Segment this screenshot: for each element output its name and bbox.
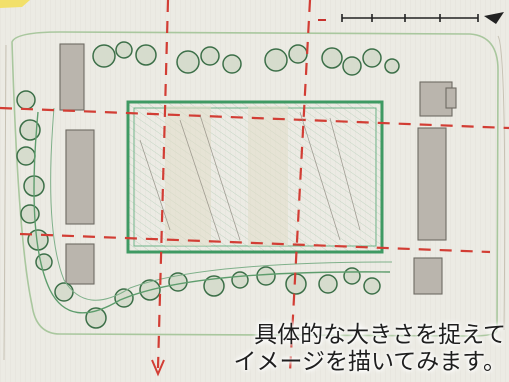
highlighter-mark [0, 0, 30, 8]
caption: 具体的な大きさを捉えて イメージを描いてみます。 [233, 322, 506, 376]
site-boundary [11, 31, 499, 337]
central-building [126, 100, 384, 254]
scale-bar [341, 14, 479, 22]
axis-arrow-icon [151, 359, 165, 377]
axis-lines [0, 0, 509, 373]
north-arrow-icon [484, 12, 504, 24]
walkway [33, 111, 391, 314]
caption-line-2: イメージを描いてみます。 [233, 349, 506, 375]
grey-buildings [59, 43, 457, 295]
caption-line-1: 具体的な大きさを捉えて [254, 322, 506, 348]
